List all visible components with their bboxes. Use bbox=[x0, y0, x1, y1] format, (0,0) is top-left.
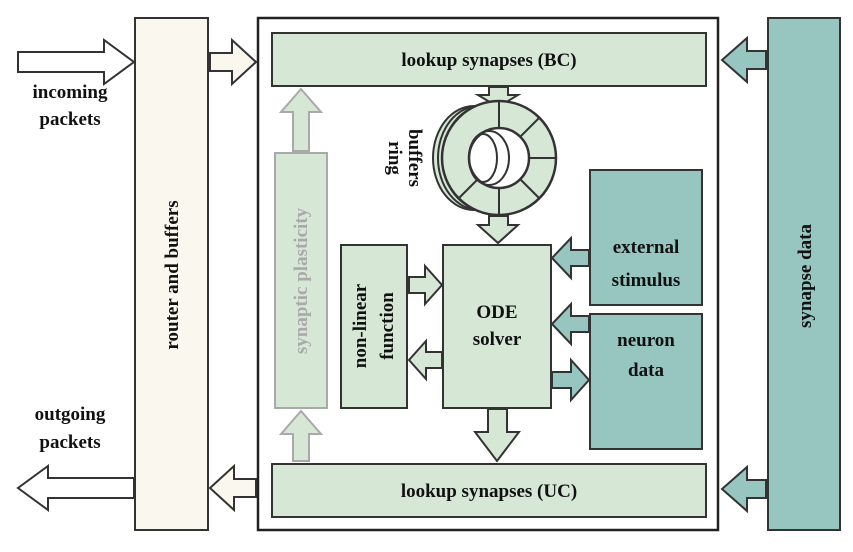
outgoing-label-line1: outgoing bbox=[35, 404, 106, 425]
neuron-data-box bbox=[589, 313, 703, 450]
ode-to-nonlinear-arrow bbox=[407, 338, 443, 382]
ring-buffers-label-line1: ring bbox=[384, 141, 405, 175]
ring-to-ode-arrow bbox=[475, 215, 521, 245]
synaptic-plasticity-box bbox=[274, 152, 328, 409]
plasticity-up-arrow-bottom bbox=[278, 409, 324, 462]
lookup-synapses-bc-box bbox=[271, 32, 707, 87]
lookup-synapses-bc-label: lookup synapses (BC) bbox=[401, 50, 576, 71]
ode-to-uc-arrow bbox=[472, 408, 522, 463]
nonlinear-function-label-line2: function bbox=[377, 292, 398, 360]
ode-solver-label-line2: solver bbox=[473, 329, 522, 350]
ode-solver-box bbox=[442, 244, 552, 409]
lookup-synapses-uc-label: lookup synapses (UC) bbox=[401, 481, 577, 502]
nonlinear-function-label-line1: non-linear bbox=[350, 283, 371, 368]
ode-solver-label-line1: ODE bbox=[476, 302, 517, 323]
router-box bbox=[134, 17, 209, 531]
external-stimulus-label-line2: stimulus bbox=[612, 270, 681, 291]
external-stimulus-label-line1: external bbox=[613, 237, 679, 258]
incoming-arrow bbox=[17, 38, 136, 86]
neuron-to-ode-arrow bbox=[550, 301, 590, 347]
plasticity-up-arrow-top bbox=[278, 87, 324, 152]
ode-to-neuron-arrow bbox=[551, 357, 591, 403]
neuron-data-label-line1: neuron bbox=[617, 330, 675, 351]
outgoing-label-line2: packets bbox=[39, 432, 100, 453]
nonlinear-function-box bbox=[340, 244, 408, 409]
router-label: router and buffers bbox=[162, 200, 183, 349]
outgoing-arrow bbox=[16, 464, 135, 512]
synaptic-plasticity-label: synaptic plasticity bbox=[291, 207, 312, 354]
lookup-synapses-uc-box bbox=[271, 463, 707, 518]
external-stimulus-box bbox=[589, 169, 703, 306]
ring-buffers-icon bbox=[432, 99, 558, 217]
core-to-router-arrow bbox=[208, 463, 257, 513]
neuron-data-label-line2: data bbox=[628, 360, 664, 381]
synapse-to-uc-arrow bbox=[720, 464, 767, 514]
external-to-ode-arrow bbox=[550, 235, 590, 281]
incoming-label-line1: incoming bbox=[33, 82, 108, 103]
synapse-data-label: synapse data bbox=[795, 224, 816, 328]
synapse-data-box bbox=[767, 17, 841, 531]
router-to-core-arrow bbox=[209, 37, 258, 87]
ring-buffers-label-line2: buffers bbox=[404, 129, 425, 187]
incoming-label-line2: packets bbox=[39, 109, 100, 130]
synapse-to-bc-arrow bbox=[720, 35, 767, 85]
nonlinear-to-ode-arrow bbox=[408, 263, 444, 307]
